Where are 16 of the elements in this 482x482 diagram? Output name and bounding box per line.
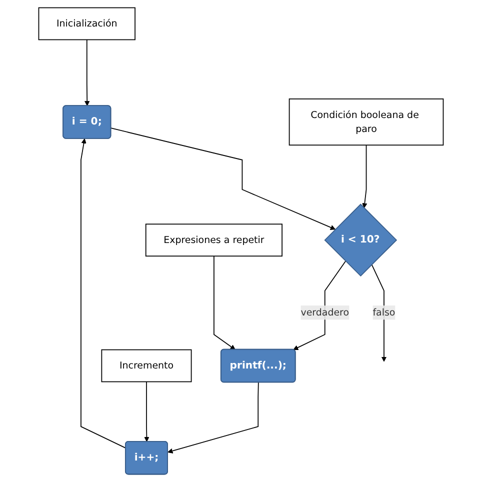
node-box: Incremento — [101, 349, 192, 382]
arrow — [80, 138, 126, 449]
arrow — [110, 128, 336, 230]
arrow — [168, 382, 259, 454]
node-box: Inicialización — [38, 7, 136, 40]
edge-label: verdadero — [300, 306, 350, 318]
arrow — [293, 260, 346, 350]
edge-label: falso — [372, 306, 396, 318]
arrow — [362, 144, 368, 208]
node-box: Expresiones a repetir — [145, 224, 282, 257]
arrow — [84, 39, 90, 106]
arrow — [144, 381, 150, 442]
arrow — [371, 264, 387, 362]
arrow — [214, 256, 236, 350]
node-box: Condición booleana de paro — [288, 98, 444, 146]
node-diamond: i < 10? — [324, 204, 398, 277]
